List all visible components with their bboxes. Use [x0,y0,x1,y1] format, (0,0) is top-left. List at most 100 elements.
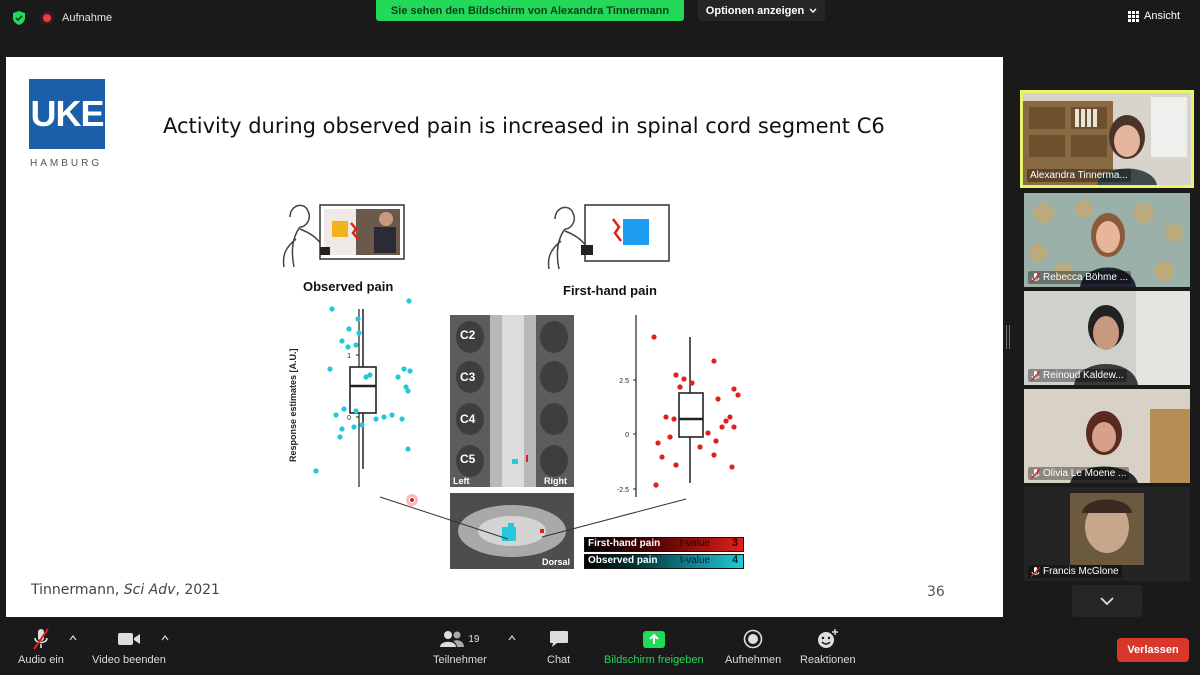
uke-logo-text: UKE [29,79,105,149]
spine-right-label: Right [544,476,567,486]
video-tile[interactable]: Rebecca Böhme ... [1024,193,1190,287]
record-label: Aufnehmen [725,654,782,666]
grid-icon [1128,10,1139,22]
participants-options-caret-icon[interactable] [508,634,516,642]
slide-page-number: 36 [927,584,945,600]
view-options-label: Optionen anzeigen [705,4,805,17]
muted-microphone-icon [33,628,49,650]
chat-label: Chat [547,654,571,666]
observed-boxplot: 1 0 Response estimates [A.U.] [288,298,413,487]
citation-year: , 2021 [175,582,220,598]
chat-button[interactable]: Chat [547,629,570,666]
recording-icon [40,11,54,25]
y-axis-label: Response estimates [A.U.] [288,348,298,462]
firsthand-boxplot: 2.5 0 -2.5 [617,315,741,497]
muted-microphone-icon [1031,272,1040,283]
participant-video [1024,291,1190,385]
participants-label: Teilnehmer [433,654,487,666]
participant-name: Alexandra Tinnerma... [1027,169,1131,182]
top-bar: Aufnahme Sie sehen den Bildschirm von Al… [0,0,1200,36]
share-screen-button[interactable]: Bildschirm freigeben [604,629,704,666]
left-tick-0: 0 [347,415,351,422]
firsthand-pain-label: First-hand pain [563,283,657,298]
spine-left-label: Left [453,476,470,486]
shared-screen-slide: UKE HAMBURG Activity during observed pai… [6,57,1003,617]
axial-slice-image: Dorsal [450,493,574,569]
video-tile[interactable]: Olivia Le Moene ... [1024,389,1190,483]
record-button[interactable]: Aufnehmen [725,629,781,666]
muted-microphone-icon [1031,468,1040,479]
screen-share-banner: Sie sehen den Bildschirm von Alexandra T… [376,0,684,21]
muted-microphone-icon [1031,566,1040,577]
participant-video [1024,193,1190,287]
gallery-resize-handle[interactable] [1006,325,1010,349]
legend-firsthand-label: First-hand pain [588,538,661,549]
recording-label: Aufnahme [62,12,113,24]
left-tick-1: 1 [347,353,351,360]
right-tick-0: 0 [625,432,629,439]
video-tile[interactable]: Francis McGlone [1024,487,1190,581]
observed-pain-label: Observed pain [303,279,394,294]
participant-video [1070,493,1144,565]
chevron-down-icon [809,8,817,13]
meeting-toolbar: Audio ein Video beenden 19 Teilnehmer [0,624,1200,675]
uke-logo: UKE HAMBURG [29,79,111,169]
reactions-emoji-icon [817,629,838,648]
share-screen-icon [642,630,665,648]
video-options-caret-icon[interactable] [161,634,169,642]
legend-firsthand-tvalue: t-value [680,538,711,549]
view-button[interactable]: Ansicht [1128,7,1180,25]
spine-level-c5: C5 [460,452,476,466]
legend-firsthand-max: 3 [732,537,739,549]
spine-level-c3: C3 [460,370,476,384]
axial-dorsal-label: Dorsal [542,557,570,567]
participant-video [1024,389,1190,483]
participants-count: 19 [468,633,480,645]
uke-logo-city: HAMBURG [30,158,103,169]
video-tile[interactable]: Reinoud Kaldew... [1024,291,1190,385]
participants-icon [440,631,465,647]
figure: Observed pain First-hand pain 1 0 Respon… [266,187,766,577]
citation-author: Tinnermann, [31,582,124,598]
pointer-indicator [406,494,418,506]
spinal-cord-image: C2 C3 C4 C5 Left Right [450,315,574,487]
participant-name: Francis McGlone [1028,565,1122,578]
legend-observed-label: Observed pain [588,555,658,566]
spine-level-c2: C2 [460,328,476,342]
audio-options-caret-icon[interactable] [69,634,77,642]
video-button[interactable]: Video beenden [92,629,166,666]
muted-microphone-icon [1031,370,1040,381]
leave-meeting-button[interactable]: Verlassen [1117,638,1189,662]
video-tile-active-speaker[interactable]: Alexandra Tinnerma... [1020,90,1194,188]
legend-observed-max: 4 [732,554,739,566]
legend-firsthand-bar [584,537,744,552]
legend-observed-bar [584,554,744,569]
participant-video [1023,93,1191,185]
view-options-button[interactable]: Optionen anzeigen [698,0,825,21]
chevron-down-icon [1100,596,1114,605]
video-label: Video beenden [92,654,166,666]
gallery-scroll-down-button[interactable] [1072,585,1142,617]
participant-name: Rebecca Böhme ... [1028,271,1132,284]
participants-button[interactable]: 19 Teilnehmer [433,629,487,666]
reactions-button[interactable]: Reaktionen [800,629,856,666]
shield-icon[interactable] [11,10,27,26]
share-screen-label: Bildschirm freigeben [604,654,704,666]
view-label: Ansicht [1144,10,1181,22]
participant-name: Reinoud Kaldew... [1028,369,1127,382]
spine-level-c4: C4 [460,412,476,426]
audio-label: Audio ein [18,654,64,666]
observed-pain-illustration [282,204,405,268]
slide-citation: Tinnermann, Sci Adv, 2021 [31,582,220,598]
legend-observed-tvalue: t-value [680,555,711,566]
record-icon [743,629,763,649]
right-tick-2.5: 2.5 [619,378,629,385]
participant-name: Olivia Le Moene ... [1028,467,1130,480]
chat-bubble-icon [549,631,568,647]
firsthand-pain-illustration [547,204,670,270]
tvalue-legend: First-hand pain t-value 3 Observed pain … [584,537,746,571]
audio-button[interactable]: Audio ein [18,628,64,666]
slide-title: Activity during observed pain is increas… [163,114,885,138]
video-camera-icon [117,633,140,645]
